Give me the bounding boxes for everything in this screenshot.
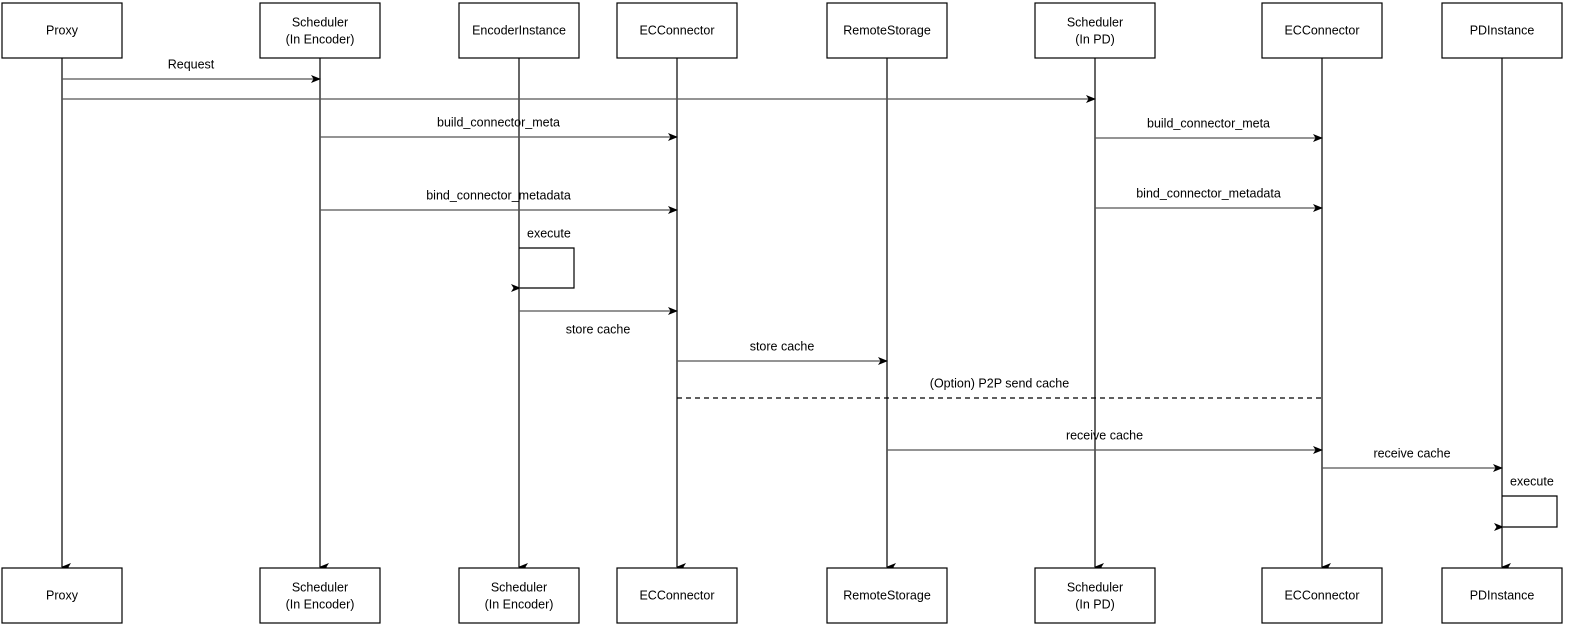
self-message-s1[interactable]: execute: [511, 226, 575, 292]
participant-label-bottom-sched-enc-line1: Scheduler: [292, 580, 348, 594]
participant-box-top-pd-inst[interactable]: PDInstance: [1441, 2, 1563, 59]
self-message-line-s2: [1494, 495, 1558, 531]
participant-label-bottom-encoder-inst-line2: (In Encoder): [485, 597, 554, 611]
participant-box-top-proxy[interactable]: Proxy: [1, 2, 123, 59]
participant-box-bottom-pd-inst[interactable]: PDInstance: [1441, 567, 1563, 624]
participant-label-pd-inst: PDInstance: [1470, 23, 1535, 37]
participant-box-bottom-ec-conn-pd[interactable]: ECConnector: [1261, 567, 1383, 624]
participant-label-bottom-proxy: Proxy: [46, 588, 79, 602]
lifelines-group: [61, 58, 1511, 571]
message-label-m7: store cache: [566, 322, 631, 336]
participant-label-bottom-sched-enc-line2: (In Encoder): [286, 597, 355, 611]
message-label-m6: bind_connector_metadata: [1136, 186, 1281, 200]
message-m11[interactable]: receive cache: [1322, 446, 1503, 472]
message-label-m4: build_connector_meta: [1147, 116, 1270, 130]
message-m3[interactable]: build_connector_meta: [320, 115, 678, 141]
participant-top-boxes: Proxy Scheduler (In Encoder) EncoderInstanc…: [1, 2, 1563, 59]
message-label-m1: Request: [168, 57, 215, 71]
participant-label-sched-enc-line2: (In Encoder): [286, 32, 355, 46]
participant-label-bottom-sched-pd-line1: Scheduler: [1067, 580, 1123, 594]
participant-label-sched-enc-line1: Scheduler: [292, 15, 348, 29]
participant-label-bottom-pd-inst: PDInstance: [1470, 588, 1535, 602]
participant-box-bottom-proxy[interactable]: Proxy: [1, 567, 123, 624]
self-message-label-s2: execute: [1510, 474, 1554, 488]
participant-box-bottom-remote-store[interactable]: RemoteStorage: [826, 567, 948, 624]
message-m7[interactable]: store cache: [519, 307, 678, 336]
participant-label-proxy: Proxy: [46, 23, 79, 37]
self-messages-group: execute execute: [511, 226, 1558, 531]
participant-box-bottom-sched-enc[interactable]: Scheduler (In Encoder): [259, 567, 381, 624]
message-m8[interactable]: store cache: [677, 339, 888, 365]
message-m5[interactable]: bind_connector_metadata: [320, 188, 678, 214]
participant-label-bottom-sched-pd-line2: (In PD): [1075, 597, 1115, 611]
self-message-s2[interactable]: execute: [1494, 474, 1558, 531]
participant-box-bottom-encoder-inst[interactable]: Scheduler (In Encoder): [458, 567, 580, 624]
participant-label-ec-conn-pd: ECConnector: [1284, 23, 1359, 37]
participant-box-top-encoder-inst[interactable]: EncoderInstance: [458, 2, 580, 59]
participant-box-top-ec-conn-enc[interactable]: ECConnector: [616, 2, 738, 59]
message-m1[interactable]: Request: [62, 57, 321, 83]
participant-box-bottom-ec-conn-enc[interactable]: ECConnector: [616, 567, 738, 624]
participant-box-top-sched-pd[interactable]: Scheduler (In PD): [1034, 2, 1156, 59]
participant-label-bottom-remote-store: RemoteStorage: [843, 588, 931, 602]
participant-box-bottom-sched-pd[interactable]: Scheduler (In PD): [1034, 567, 1156, 624]
participant-box-top-ec-conn-pd[interactable]: ECConnector: [1261, 2, 1383, 59]
self-message-line-s1: [511, 247, 575, 292]
message-label-m8: store cache: [750, 339, 815, 353]
message-label-m3: build_connector_meta: [437, 115, 560, 129]
participant-label-sched-pd-line2: (In PD): [1075, 32, 1115, 46]
message-label-m10: receive cache: [1066, 428, 1143, 442]
participant-label-encoder-inst: EncoderInstance: [472, 23, 566, 37]
message-m10[interactable]: receive cache: [887, 428, 1323, 454]
participant-label-ec-conn-enc: ECConnector: [639, 23, 714, 37]
participant-label-bottom-ec-conn-enc: ECConnector: [639, 588, 714, 602]
message-label-m9: (Option) P2P send cache: [930, 376, 1069, 390]
message-m4[interactable]: build_connector_meta: [1095, 116, 1323, 142]
participant-label-sched-pd-line1: Scheduler: [1067, 15, 1123, 29]
self-message-label-s1: execute: [527, 226, 571, 240]
participant-bottom-boxes: Proxy Scheduler (In Encoder) Scheduler (In E…: [1, 567, 1563, 624]
messages-group: Request build_connector_meta build_connect…: [62, 57, 1503, 472]
message-label-m11: receive cache: [1373, 446, 1450, 460]
participant-label-remote-store: RemoteStorage: [843, 23, 931, 37]
message-m9[interactable]: (Option) P2P send cache: [677, 376, 1322, 399]
participant-label-bottom-encoder-inst-line1: Scheduler: [491, 580, 547, 594]
participant-label-bottom-ec-conn-pd: ECConnector: [1284, 588, 1359, 602]
message-m6[interactable]: bind_connector_metadata: [1095, 186, 1323, 212]
participant-box-top-remote-store[interactable]: RemoteStorage: [826, 2, 948, 59]
participant-box-top-sched-enc[interactable]: Scheduler (In Encoder): [259, 2, 381, 59]
message-label-m5: bind_connector_metadata: [426, 188, 571, 202]
